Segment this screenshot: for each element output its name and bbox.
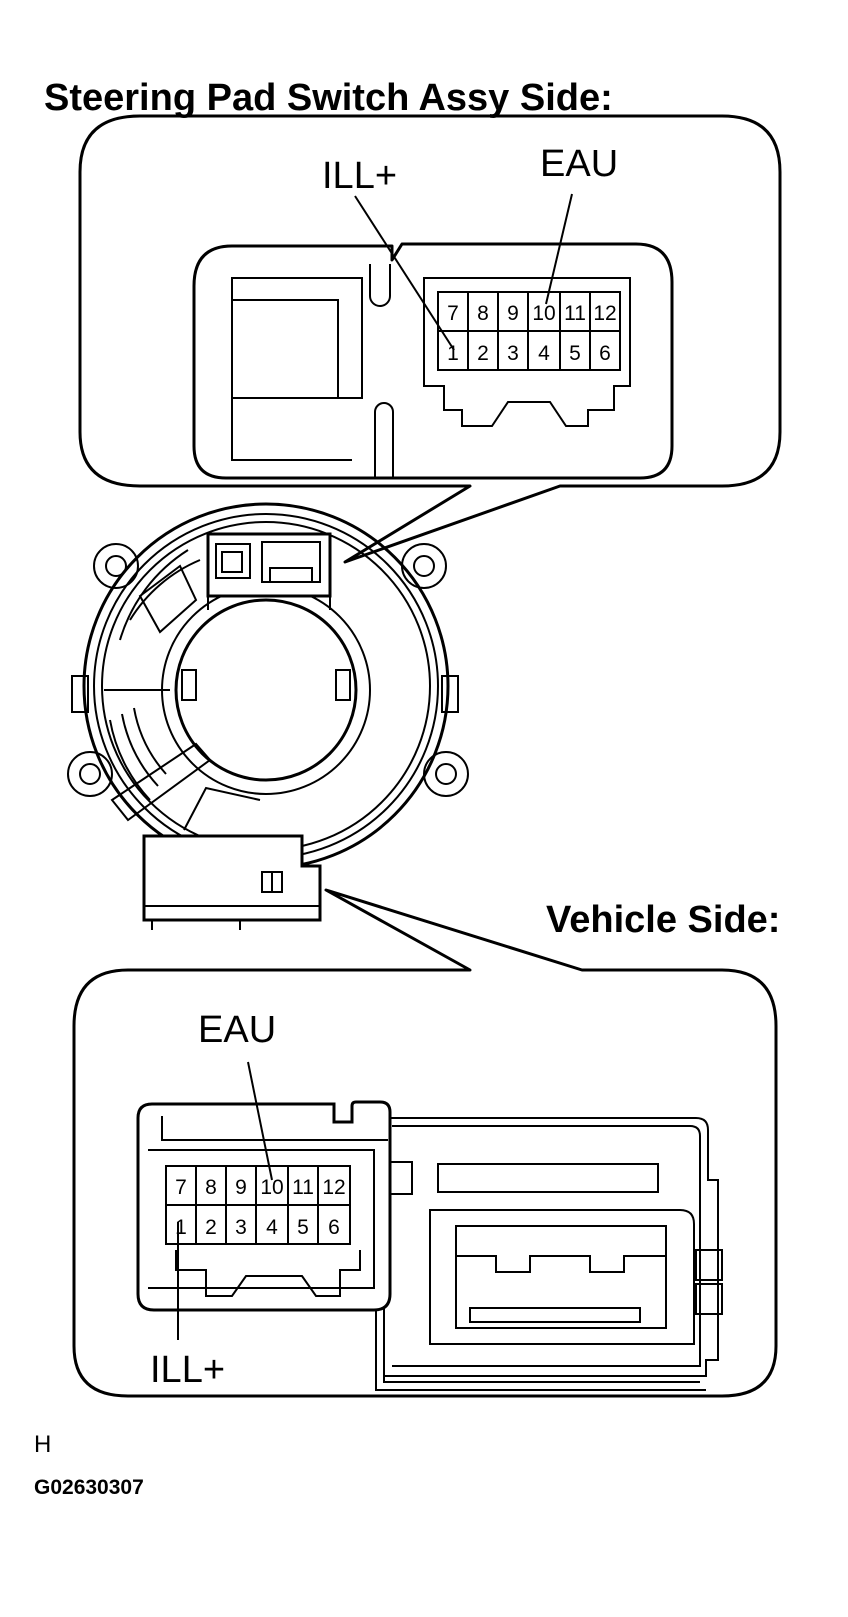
bottom-label-eau: EAU [198,1009,276,1051]
bottom-pin-5: 5 [297,1216,309,1239]
top-pin-2: 2 [477,342,489,365]
clock-spring-body [67,502,469,930]
bottom-callout-bubble [72,888,778,1398]
bottom-pin-1: 1 [175,1216,187,1239]
bottom-pin-6: 6 [328,1216,340,1239]
bottom-label-ill-plus: ILL+ [150,1349,225,1391]
bottom-pin-9: 9 [235,1176,247,1199]
footer-mark: H [34,1431,51,1458]
top-pin-6: 6 [599,342,611,365]
bottom-pin-3: 3 [235,1216,247,1239]
heading-vehicle-side: Vehicle Side: [546,899,780,941]
heading-steering-pad-side: Steering Pad Switch Assy Side: [44,77,613,119]
top-pin-5: 5 [569,342,581,365]
top-leader-eau [545,193,573,305]
bottom-pin-10: 10 [260,1176,283,1199]
bottom-pin-11: 11 [292,1176,314,1199]
bottom-pin-12: 12 [322,1176,345,1199]
bottom-pin-4: 4 [266,1216,278,1239]
bottom-leader-eau [247,1061,273,1181]
top-pin-3: 3 [507,342,519,365]
top-pin-8: 8 [477,302,489,325]
bottom-pin-grid: 7 8 9 10 11 12 1 2 3 4 5 6 [165,1165,351,1245]
bottom-pin-7: 7 [175,1176,187,1199]
top-pin-10: 10 [532,302,555,325]
top-label-ill-plus: ILL+ [322,155,397,197]
top-pin-1: 1 [447,342,459,365]
figure-code: G02630307 [34,1476,144,1499]
top-leader-ill-plus [354,195,455,351]
top-pin-9: 9 [507,302,519,325]
top-pin-12: 12 [593,302,616,325]
top-pin-11: 11 [564,302,586,325]
top-pin-4: 4 [538,342,550,365]
top-connector-housing [192,242,674,480]
top-pin-grid: 7 8 9 10 11 12 1 2 3 4 5 6 [437,291,621,371]
bottom-pin-2: 2 [205,1216,217,1239]
bottom-pin-8: 8 [205,1176,217,1199]
top-callout-bubble [78,114,782,564]
top-pin-7: 7 [447,302,459,325]
bottom-connector-housing [136,1100,723,1391]
top-label-eau: EAU [540,143,618,185]
